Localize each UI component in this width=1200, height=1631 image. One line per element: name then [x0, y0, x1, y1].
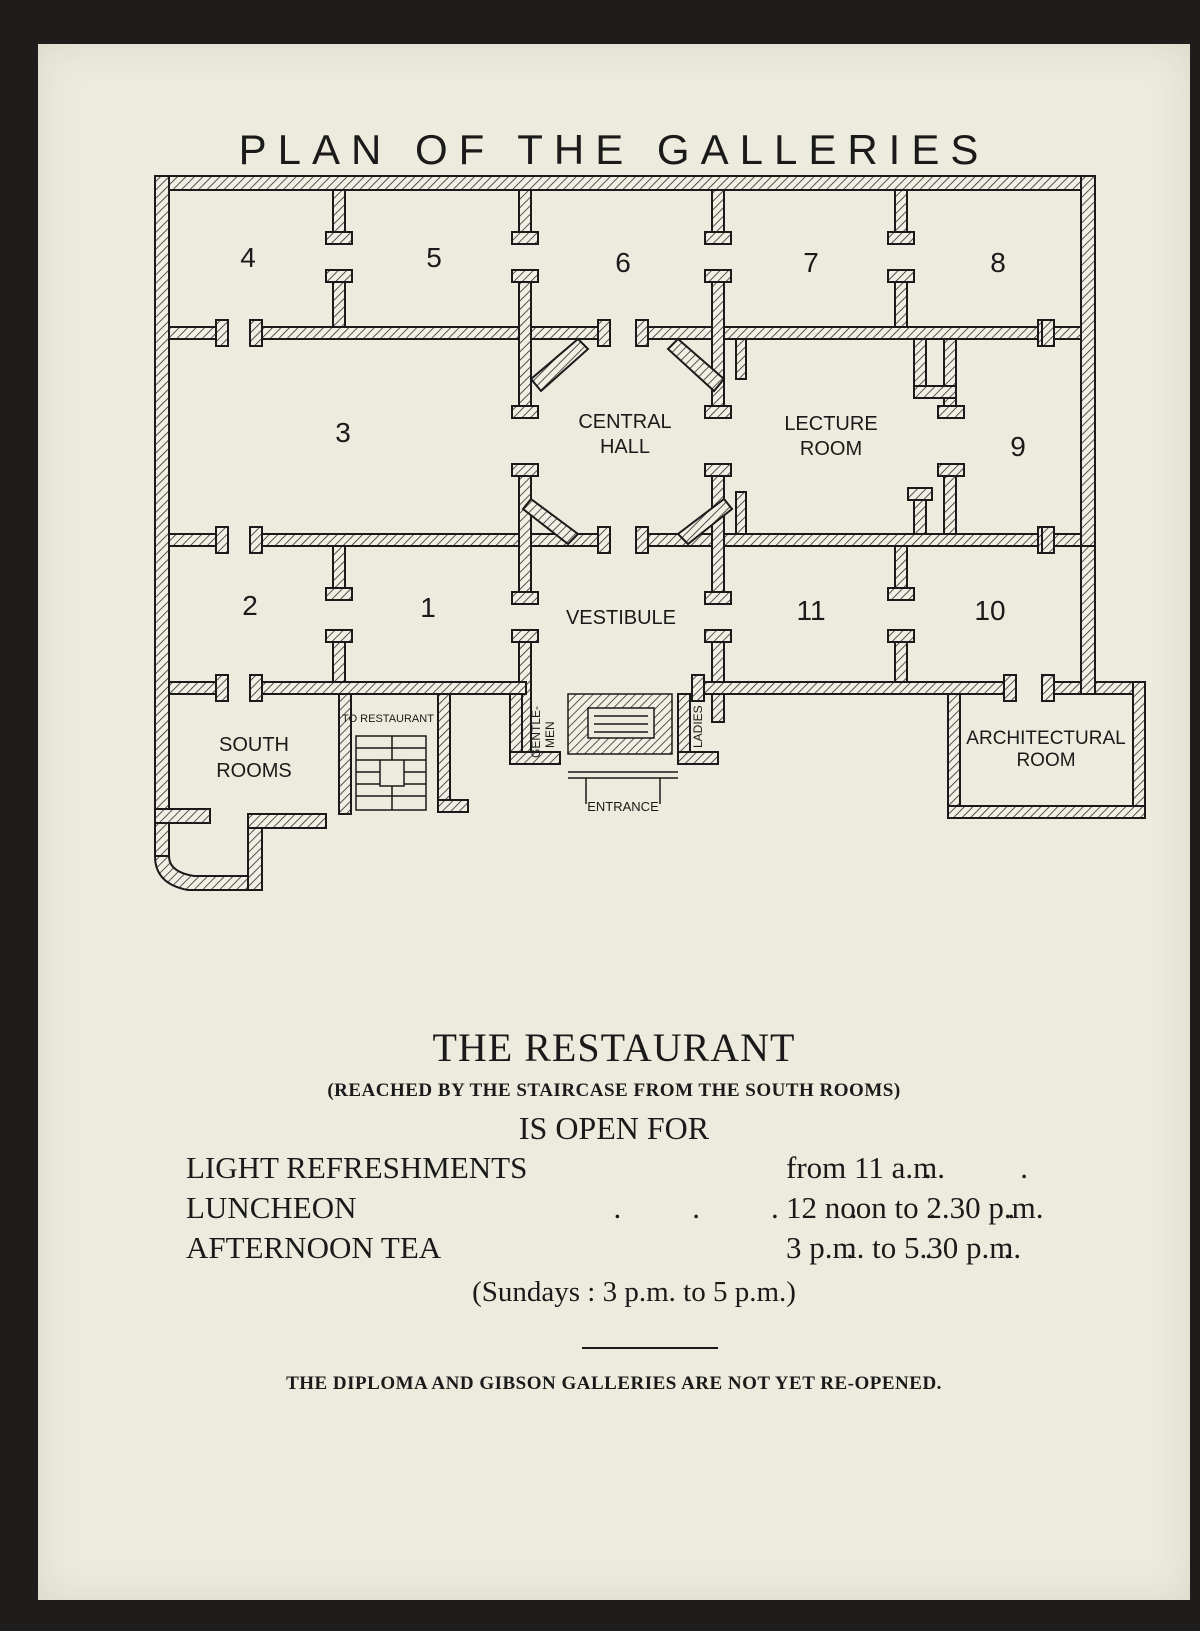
gallery-number-3: 3	[335, 417, 351, 448]
central-hall-label-line2: HALL	[600, 436, 650, 458]
hours-time: 3 p.m. to 5.30 p.m.	[786, 1230, 1022, 1265]
gallery-number-1: 1	[420, 592, 436, 623]
gallery-number-11: 11	[796, 595, 825, 626]
lecture-room-label-line1: LECTURE	[784, 413, 877, 435]
entrance-label: ENTRANCE	[587, 799, 659, 814]
gentlemen-label-line1: GENTLE-	[529, 706, 543, 758]
restaurant-open-for: IS OPEN FOR	[518, 1110, 710, 1146]
hours-row-light-refreshments: LIGHT REFRESHMENTS . . from 11 a.m.	[186, 1150, 1136, 1190]
restaurant-heading: THE RESTAURANT	[432, 1025, 796, 1070]
hours-time: 12 noon to 2.30 p.m.	[786, 1190, 1044, 1225]
lecture-room-label-line2: ROOM	[800, 438, 862, 460]
vestibule-label: VESTIBULE	[566, 607, 676, 629]
gallery-number-7: 7	[803, 247, 819, 278]
gallery-floor-plan: 4 5 6 7 8 3 9 2 1 11 10 CENTRAL HALL LEC…	[153, 175, 1146, 891]
hours-leader-dots: . . . . . .	[386, 1190, 1016, 1225]
gallery-number-4: 4	[240, 242, 256, 273]
sundays-hours: (Sundays : 3 p.m. to 5 p.m.)	[472, 1276, 796, 1308]
entrance-stair-drawing	[567, 693, 678, 804]
south-rooms-label-line1: SOUTH	[219, 734, 289, 756]
hours-time: from 11 a.m.	[786, 1150, 945, 1185]
south-rooms-label-line2: ROOMS	[216, 760, 292, 782]
gallery-number-5: 5	[426, 242, 442, 273]
central-hall-label-line1: CENTRAL	[578, 411, 671, 433]
hours-row-afternoon-tea: AFTERNOON TEA . . . 3 p.m. to 5.30 p.m.	[186, 1230, 1136, 1270]
restaurant-hours: LIGHT REFRESHMENTS . . from 11 a.m. LUNC…	[186, 1150, 1136, 1270]
plan-walls	[153, 175, 1146, 891]
hours-label: AFTERNOON TEA	[186, 1230, 442, 1265]
staircase-drawing	[355, 735, 427, 811]
hours-row-luncheon: LUNCHEON . . . . . . 12 noon to 2.30 p.m…	[186, 1190, 1136, 1230]
architectural-room-label-line1: ARCHITECTURAL	[966, 728, 1125, 749]
restaurant-subheading: (REACHED BY THE STAIRCASE FROM THE SOUTH…	[327, 1080, 901, 1101]
gallery-number-10: 10	[974, 595, 1005, 626]
gallery-number-2: 2	[242, 590, 258, 621]
ladies-label: LADIES	[691, 705, 705, 748]
footer-notice: THE DIPLOMA AND GIBSON GALLERIES ARE NOT…	[286, 1373, 942, 1394]
gentlemen-label-line2: MEN	[543, 721, 557, 748]
gallery-number-9: 9	[1010, 431, 1026, 462]
gallery-number-8: 8	[990, 247, 1006, 278]
architectural-room-label-line2: ROOM	[1016, 750, 1075, 771]
hours-leader-dots: . .	[504, 1150, 1029, 1185]
page-title: PLAN OF THE GALLERIES	[238, 126, 990, 173]
divider-rule	[582, 1347, 718, 1349]
programme-page: PLAN OF THE GALLERIES	[38, 44, 1190, 1600]
to-restaurant-label: TO RESTAURANT	[342, 713, 434, 725]
gallery-number-6: 6	[615, 247, 631, 278]
hours-label: LUNCHEON	[186, 1190, 357, 1225]
hours-leader-dots: . . .	[426, 1230, 1013, 1265]
hours-label: LIGHT REFRESHMENTS	[186, 1150, 528, 1185]
